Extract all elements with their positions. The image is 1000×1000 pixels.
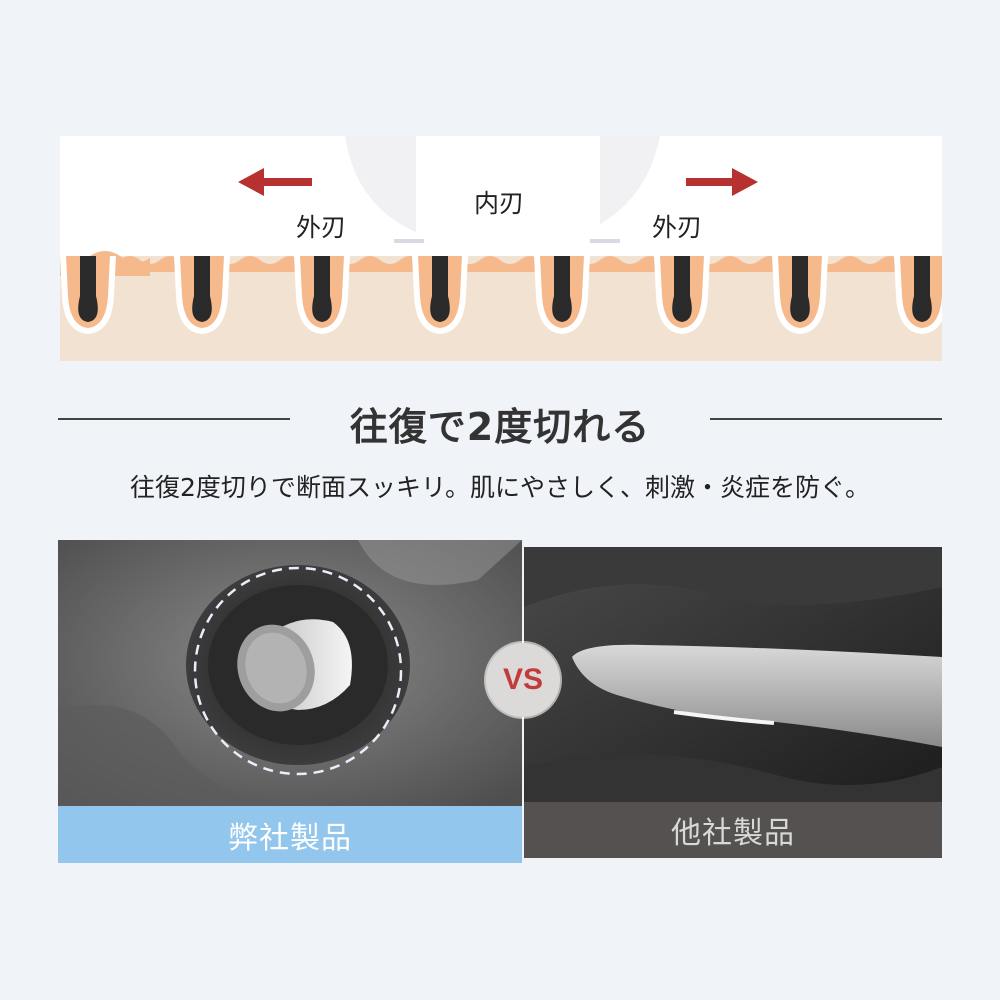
description-text: 往復2度切りで断面スッキリ。肌にやさしく、刺激・炎症を防ぐ。 [130,473,870,502]
highlight-circle [193,566,403,776]
hair-follicle [534,256,590,334]
hair-follicle [894,256,942,334]
skin-cross-section [60,136,942,361]
our-product-label: 弊社製品 [228,820,352,856]
hair-follicle [654,256,710,334]
other-product-caption: 他社製品 [524,802,942,858]
hair-follicle [60,256,116,334]
fat-band [60,256,942,272]
heading-rule-left [58,418,290,420]
hair-follicle [412,256,468,334]
our-product-caption: 弊社製品 [58,806,522,863]
hair-follicle [174,256,230,334]
other-product-micrograph [524,547,942,802]
blade-edge-right [590,239,620,243]
blade-edge-left [394,239,424,243]
arrow-right-icon [686,168,758,196]
outer-blade-left-label: 外刃 [296,213,347,242]
vs-label: VS [502,663,544,696]
hair-follicle [294,256,350,334]
our-product-micrograph [58,540,522,806]
blade-skin-diagram: 内刃 外刃 外刃 [60,136,942,361]
inner-blade-label: 内刃 [474,189,525,218]
outer-blade-right-label: 外刃 [652,213,703,242]
hair-follicles [60,256,942,334]
inner-blade-core [416,136,600,253]
heading-rule-right [710,418,942,420]
heading-title: 往復で2度切れる [349,405,651,449]
section-heading: 往復で2度切れる [58,392,942,449]
vs-badge: VS [486,643,560,717]
other-product-label: 他社製品 [671,816,795,851]
hair-follicle [772,256,828,334]
arrow-left-icon [238,168,312,196]
